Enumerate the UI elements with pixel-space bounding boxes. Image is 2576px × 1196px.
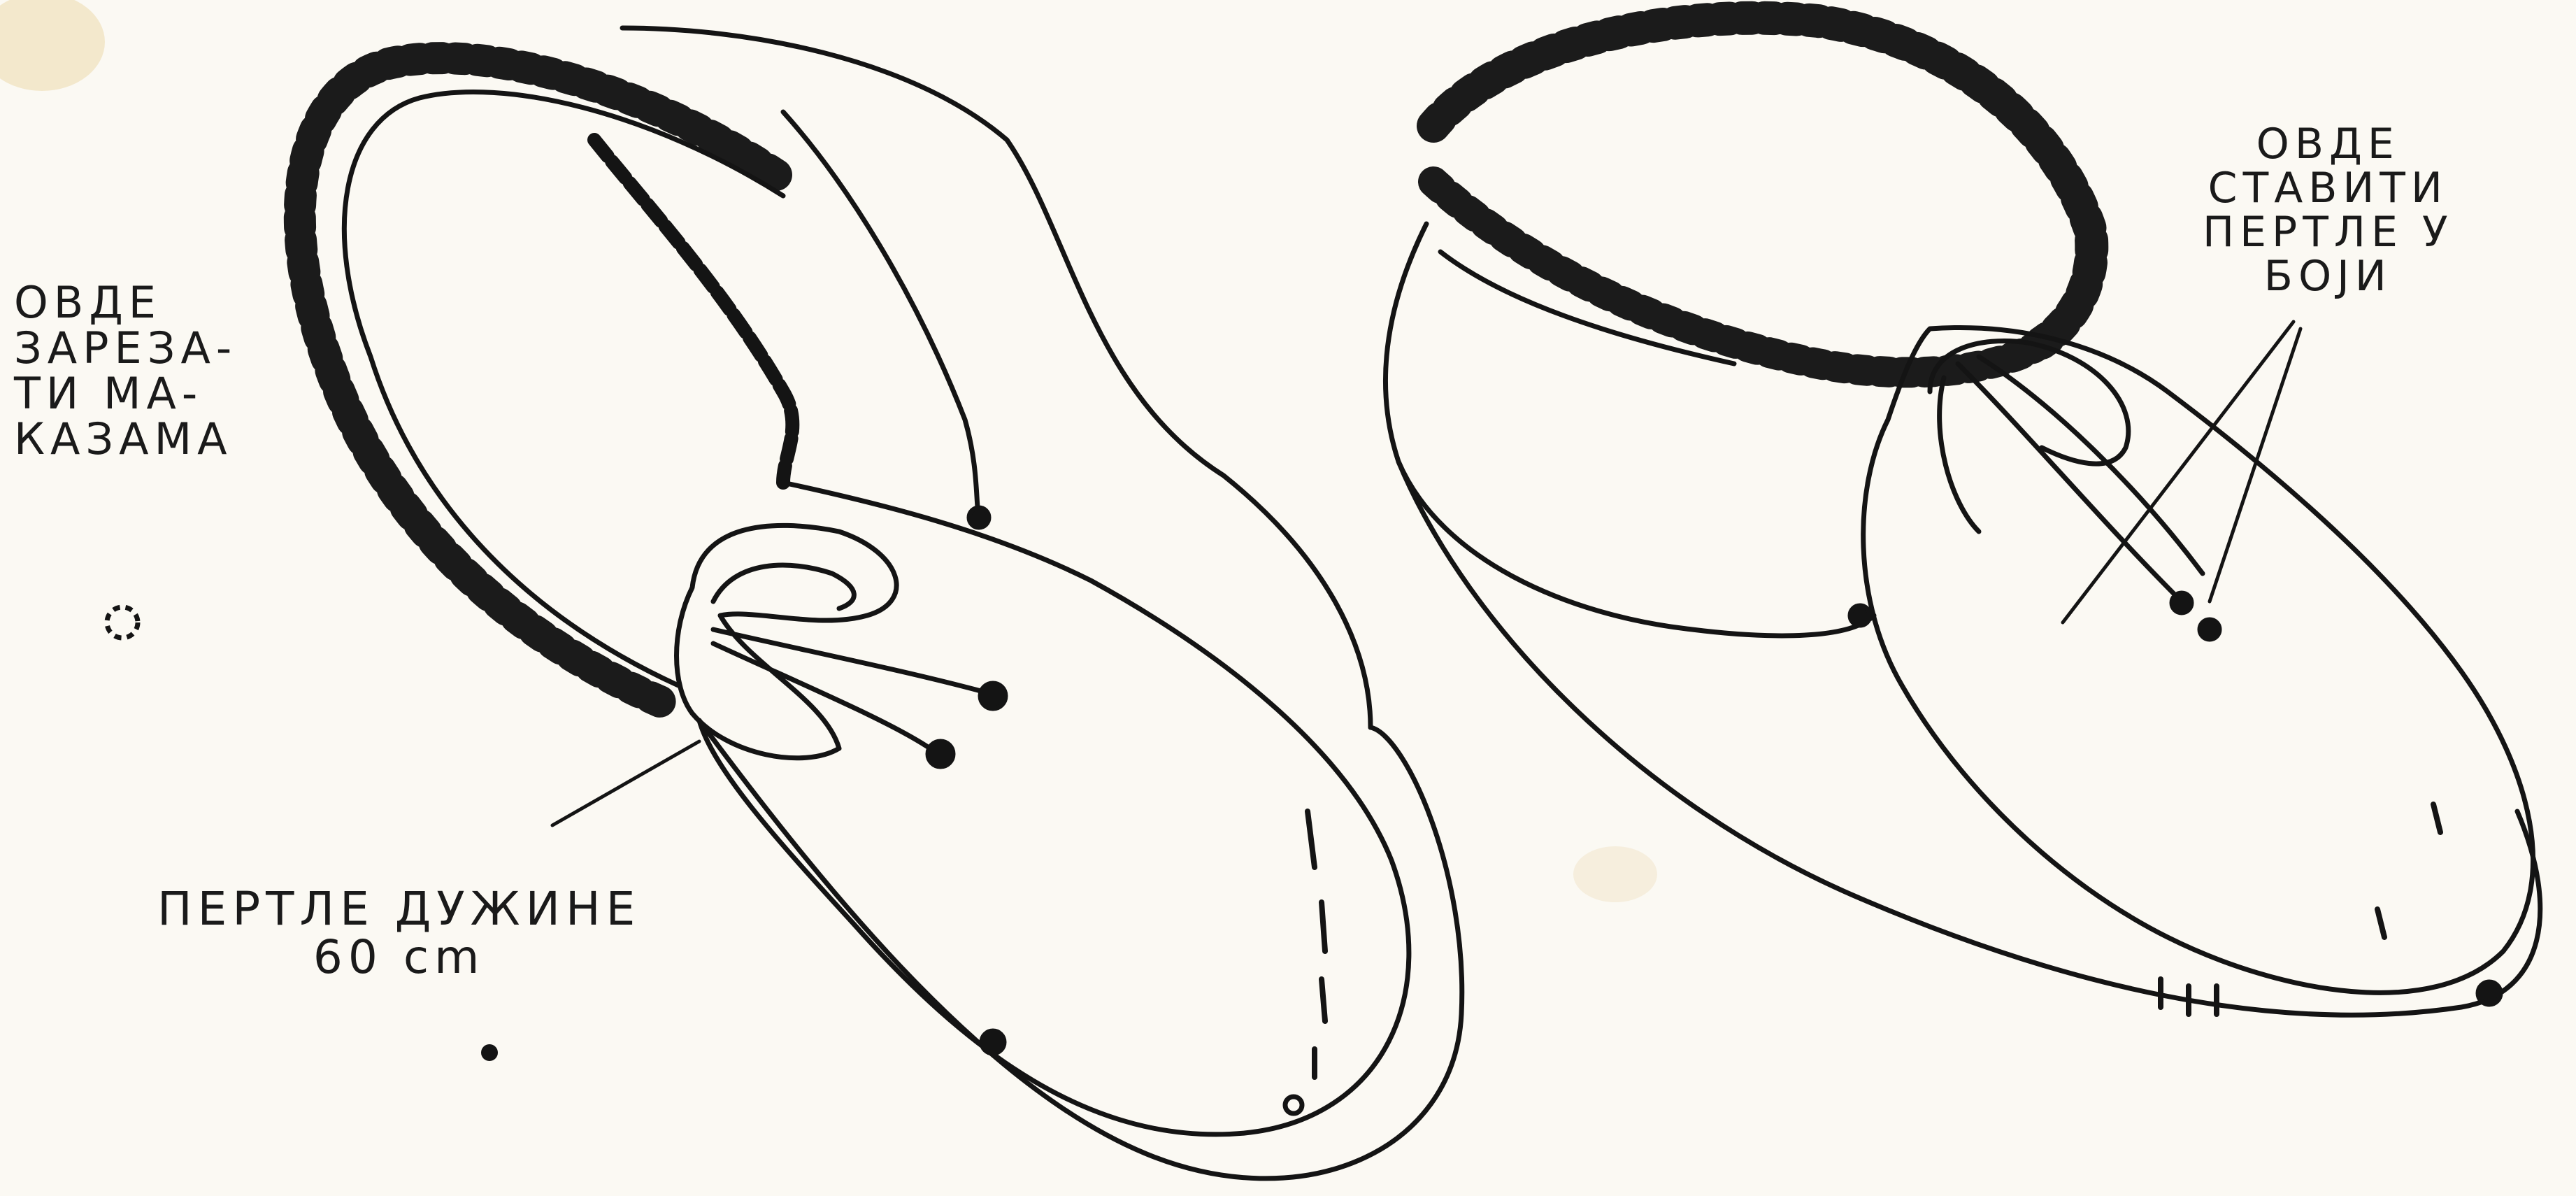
paper-stain <box>0 0 105 91</box>
left-inner-seam <box>783 112 979 518</box>
left-shaft-dark-seam <box>594 140 792 483</box>
left-sole-outline <box>699 720 1462 1179</box>
ink-dot <box>1850 606 1870 625</box>
right-tongue-inner <box>1940 378 1979 532</box>
right-sole-outline <box>1398 462 2540 1015</box>
left-lace <box>713 643 930 748</box>
ink-smudge <box>107 607 138 638</box>
ink-dot <box>969 508 989 527</box>
right-ruffle-gathers <box>1433 18 2091 343</box>
cut-here-annotation: ОВДЕ ЗАРЕЗА- ТИ МА- КАЗАМА <box>14 280 237 462</box>
right-lace-tassel <box>2200 620 2219 639</box>
right-vamp-outline <box>1863 327 2533 992</box>
right-leader-line <box>2063 322 2294 622</box>
right-lace-tassel <box>2172 593 2191 613</box>
paper-stain <box>1573 846 1657 902</box>
left-lace-tassel <box>980 683 1006 709</box>
left-tongue-flap <box>677 525 897 757</box>
left-vamp-outline <box>699 483 1409 1134</box>
left-ruffle-gathers <box>300 58 776 706</box>
right-ruffle-gathers-lower <box>1433 182 2042 372</box>
ink-dot <box>982 1031 1004 1053</box>
left-tongue-inner <box>713 565 854 608</box>
lace-length-annotation: ПЕРТЛЕ ДУЖИНЕ 60 cm <box>157 885 641 982</box>
ink-dot <box>2478 982 2500 1004</box>
left-stitch-hole <box>1285 1097 1302 1113</box>
left-leader-line <box>552 741 699 825</box>
right-lace <box>1958 364 2182 601</box>
left-sole-stitches <box>1308 811 1325 1077</box>
left-moccasin <box>300 28 1462 1179</box>
left-lace-tassel <box>928 741 953 767</box>
place-laces-annotation: ОВДЕ СТАВИТИ ПЕРТЛЕ У БОЈИ <box>2203 122 2454 299</box>
ink-smudge <box>481 1044 498 1061</box>
